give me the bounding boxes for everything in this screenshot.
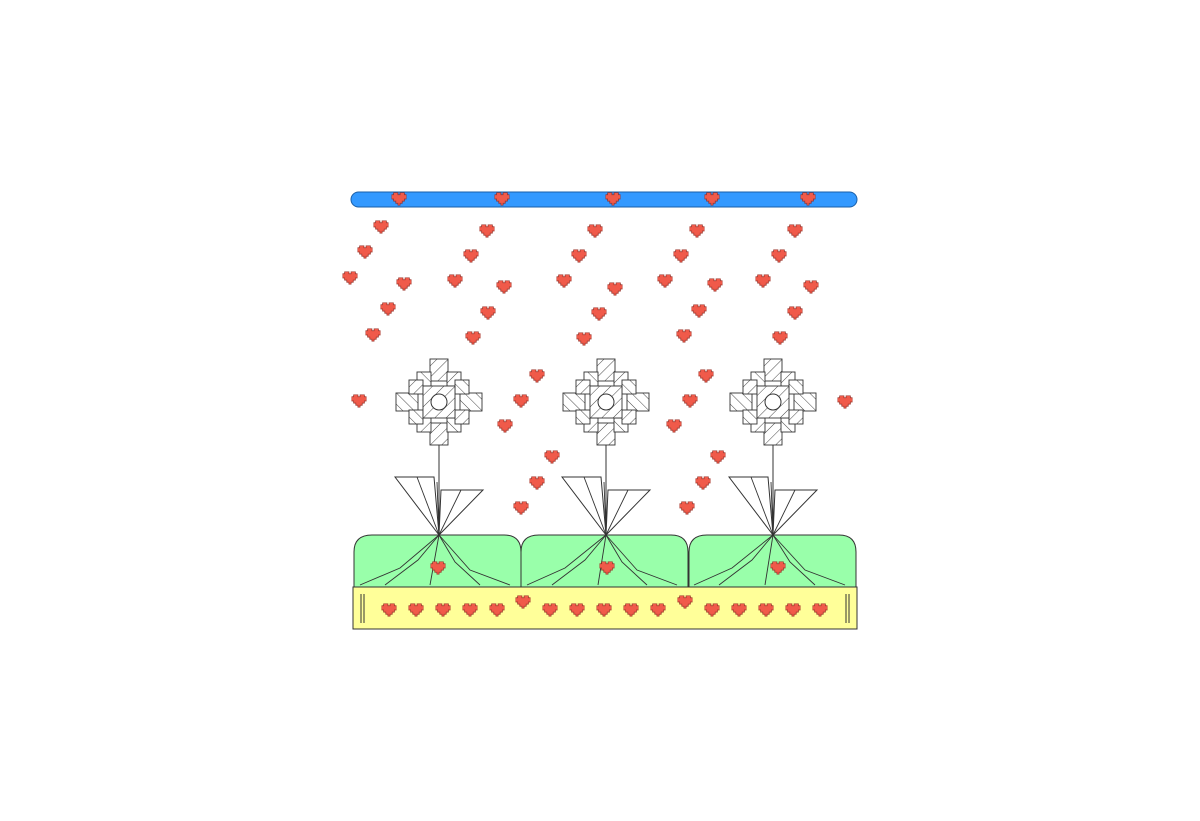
heart-icon <box>480 306 496 320</box>
heart-icon <box>676 329 692 343</box>
heart-icon <box>380 302 396 316</box>
heart-icon <box>497 419 513 433</box>
heart-icon <box>373 220 389 234</box>
heart-icon <box>673 249 689 263</box>
heart-icon <box>496 280 512 294</box>
heart-icon <box>679 501 695 515</box>
heart-icon <box>571 249 587 263</box>
heart-icon <box>447 274 463 288</box>
heart-icon <box>691 304 707 318</box>
heart-icon <box>682 394 698 408</box>
heart-icon <box>587 224 603 238</box>
heart-icon <box>465 331 481 345</box>
flower-left <box>394 358 484 536</box>
heart-icon <box>463 249 479 263</box>
heart-icon <box>513 501 529 515</box>
heart-icon <box>591 307 607 321</box>
heart-icon <box>529 369 545 383</box>
heart-icon <box>607 282 623 296</box>
heart-icon <box>357 245 373 259</box>
rain-bar <box>350 191 858 208</box>
heart-icon <box>666 419 682 433</box>
heart-icon <box>396 277 412 291</box>
bush-right <box>688 534 857 588</box>
heart-icon <box>755 274 771 288</box>
heart-icon <box>513 394 529 408</box>
heart-icon <box>544 450 560 464</box>
heart-icon <box>837 395 853 409</box>
heart-icon <box>556 274 572 288</box>
heart-icon <box>698 369 714 383</box>
heart-icon <box>787 306 803 320</box>
heart-icon <box>787 224 803 238</box>
flower-right <box>728 358 818 536</box>
heart-icon <box>479 224 495 238</box>
heart-icon <box>342 271 358 285</box>
heart-icon <box>707 278 723 292</box>
heart-icon <box>576 332 592 346</box>
roots <box>359 534 846 586</box>
heart-icon <box>365 328 381 342</box>
heart-icon <box>771 249 787 263</box>
heart-icon <box>772 331 788 345</box>
heart-icon <box>529 476 545 490</box>
heart-icon <box>657 274 673 288</box>
heart-icon <box>695 476 711 490</box>
heart-icon <box>803 280 819 294</box>
heart-icon <box>351 394 367 408</box>
flower-middle <box>561 358 651 536</box>
heart-icon <box>710 450 726 464</box>
heart-icon <box>689 224 705 238</box>
